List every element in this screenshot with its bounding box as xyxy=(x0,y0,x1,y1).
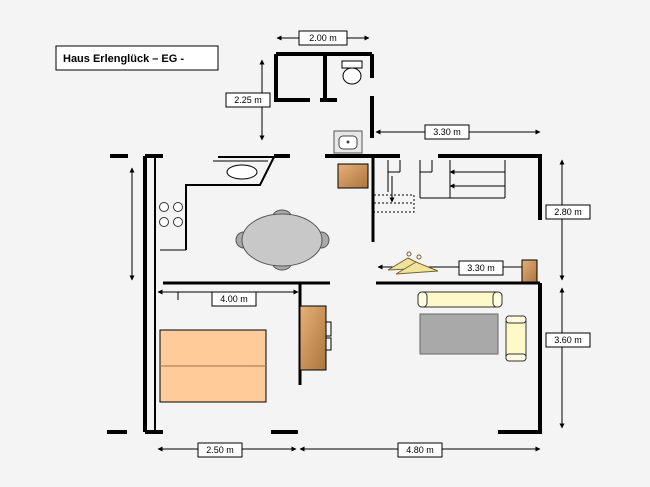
stove xyxy=(159,202,183,227)
sofa-top xyxy=(417,291,503,308)
dim-label-mid-right: 3.30 m xyxy=(458,260,504,276)
svg-text:2.25 m: 2.25 m xyxy=(234,95,262,105)
staircase xyxy=(373,160,506,213)
kitchen-counter xyxy=(160,156,276,251)
dim-label-wc: 2.25 m xyxy=(225,92,271,108)
dim-label-hall: 3.30 m xyxy=(424,124,470,140)
title-box: Haus Erlenglück – EG - xyxy=(55,45,219,71)
coffee-table xyxy=(419,313,499,355)
svg-text:4.00 m: 4.00 m xyxy=(220,294,248,304)
kitchen-sink xyxy=(226,164,258,180)
plan-title: Haus Erlenglück – EG - xyxy=(63,53,184,65)
coat-hangers xyxy=(387,251,439,275)
hall-cabinet xyxy=(521,259,538,283)
dim-label-top: 2.00 m xyxy=(298,30,348,46)
dim-label-bottom-left: 2.50 m xyxy=(197,442,243,458)
bed xyxy=(159,329,267,403)
svg-text:3.30 m: 3.30 m xyxy=(433,127,461,137)
toilet xyxy=(341,60,363,85)
dim-label-bottom-right: 4.80 m xyxy=(397,442,443,458)
dim-label-kitchen: 4.00 m xyxy=(211,291,257,307)
svg-text:2.50 m: 2.50 m xyxy=(206,445,234,455)
dim-label-right-lower: 3.60 m xyxy=(545,332,591,348)
svg-text:2.00 m: 2.00 m xyxy=(309,33,337,43)
dimension-labels: 2.00 m 2.25 m 3.30 m 2.80 m 3.30 m 4.00 … xyxy=(197,30,591,458)
cabinet-box xyxy=(337,163,369,189)
svg-text:3.30 m: 3.30 m xyxy=(467,263,495,273)
svg-text:4.80 m: 4.80 m xyxy=(406,445,434,455)
svg-text:2.80 m: 2.80 m xyxy=(554,207,582,217)
wardrobe xyxy=(299,305,332,371)
dining-table xyxy=(235,209,330,271)
armchair xyxy=(505,315,527,362)
svg-text:3.60 m: 3.60 m xyxy=(554,335,582,345)
dim-label-right-upper: 2.80 m xyxy=(545,204,591,220)
bathroom-sink xyxy=(333,130,363,154)
